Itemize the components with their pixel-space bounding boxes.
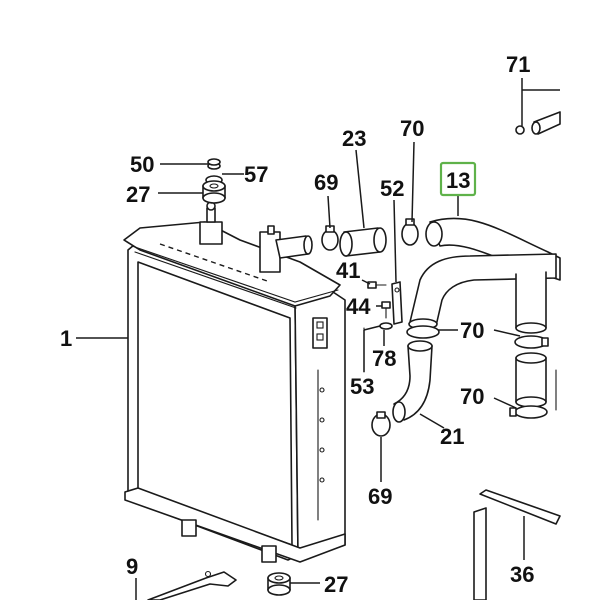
callout-78[interactable]: 78 <box>372 346 396 371</box>
callout-70-top[interactable]: 70 <box>400 116 424 141</box>
clamp-70-top[interactable] <box>401 218 419 246</box>
bracket-9[interactable] <box>147 570 237 600</box>
callout-71[interactable]: 71 <box>506 52 530 77</box>
callout-23[interactable]: 23 <box>342 126 366 151</box>
hose-sleeve-right[interactable] <box>515 352 547 408</box>
elbow-hose-21[interactable] <box>392 340 433 423</box>
washer-50[interactable] <box>207 158 221 170</box>
callout-27-top[interactable]: 27 <box>126 182 150 207</box>
callout-labels: 71 23 70 50 57 69 52 13 27 41 1 44 70 78… <box>60 52 534 597</box>
callout-53[interactable]: 53 <box>350 374 374 399</box>
radiator[interactable] <box>123 221 346 563</box>
bracket-52[interactable] <box>391 281 403 325</box>
clamp-70-bottom-right[interactable] <box>509 405 548 419</box>
callout-13[interactable]: 13 <box>446 168 470 193</box>
leader-lines <box>76 78 560 600</box>
pipe-71[interactable] <box>515 111 561 135</box>
hose-coupler-23[interactable] <box>339 227 387 257</box>
callout-41[interactable]: 41 <box>336 258 360 283</box>
callout-44[interactable]: 44 <box>346 294 371 319</box>
callout-1[interactable]: 1 <box>60 326 72 351</box>
callout-21[interactable]: 21 <box>440 424 464 449</box>
rubber-mount-27-top[interactable] <box>202 180 226 204</box>
rail-36[interactable] <box>473 489 561 600</box>
callout-52[interactable]: 52 <box>380 176 404 201</box>
rubber-mount-27-bottom[interactable] <box>267 572 291 596</box>
callout-70-mid[interactable]: 70 <box>460 318 484 343</box>
clamp-70-mid-left[interactable] <box>406 325 440 339</box>
callout-50[interactable]: 50 <box>130 152 154 177</box>
callout-69-top[interactable]: 69 <box>314 170 338 195</box>
callout-36[interactable]: 36 <box>510 562 534 587</box>
callout-70-bottom[interactable]: 70 <box>460 384 484 409</box>
clamp-69-top[interactable] <box>321 225 339 251</box>
filler-neck[interactable] <box>199 201 223 245</box>
clamp-69-bottom[interactable] <box>371 411 391 437</box>
clamp-70-mid-right[interactable] <box>514 335 549 349</box>
callout-57[interactable]: 57 <box>244 162 268 187</box>
bolt-41[interactable] <box>367 281 387 289</box>
outlet-neck[interactable] <box>259 225 313 273</box>
callout-27-bottom[interactable]: 27 <box>324 572 348 597</box>
screw-44[interactable] <box>381 301 391 319</box>
callout-69-bottom[interactable]: 69 <box>368 484 392 509</box>
callout-9[interactable]: 9 <box>126 554 138 579</box>
highlight-box-13 <box>439 161 477 197</box>
washer-78[interactable] <box>379 322 393 330</box>
